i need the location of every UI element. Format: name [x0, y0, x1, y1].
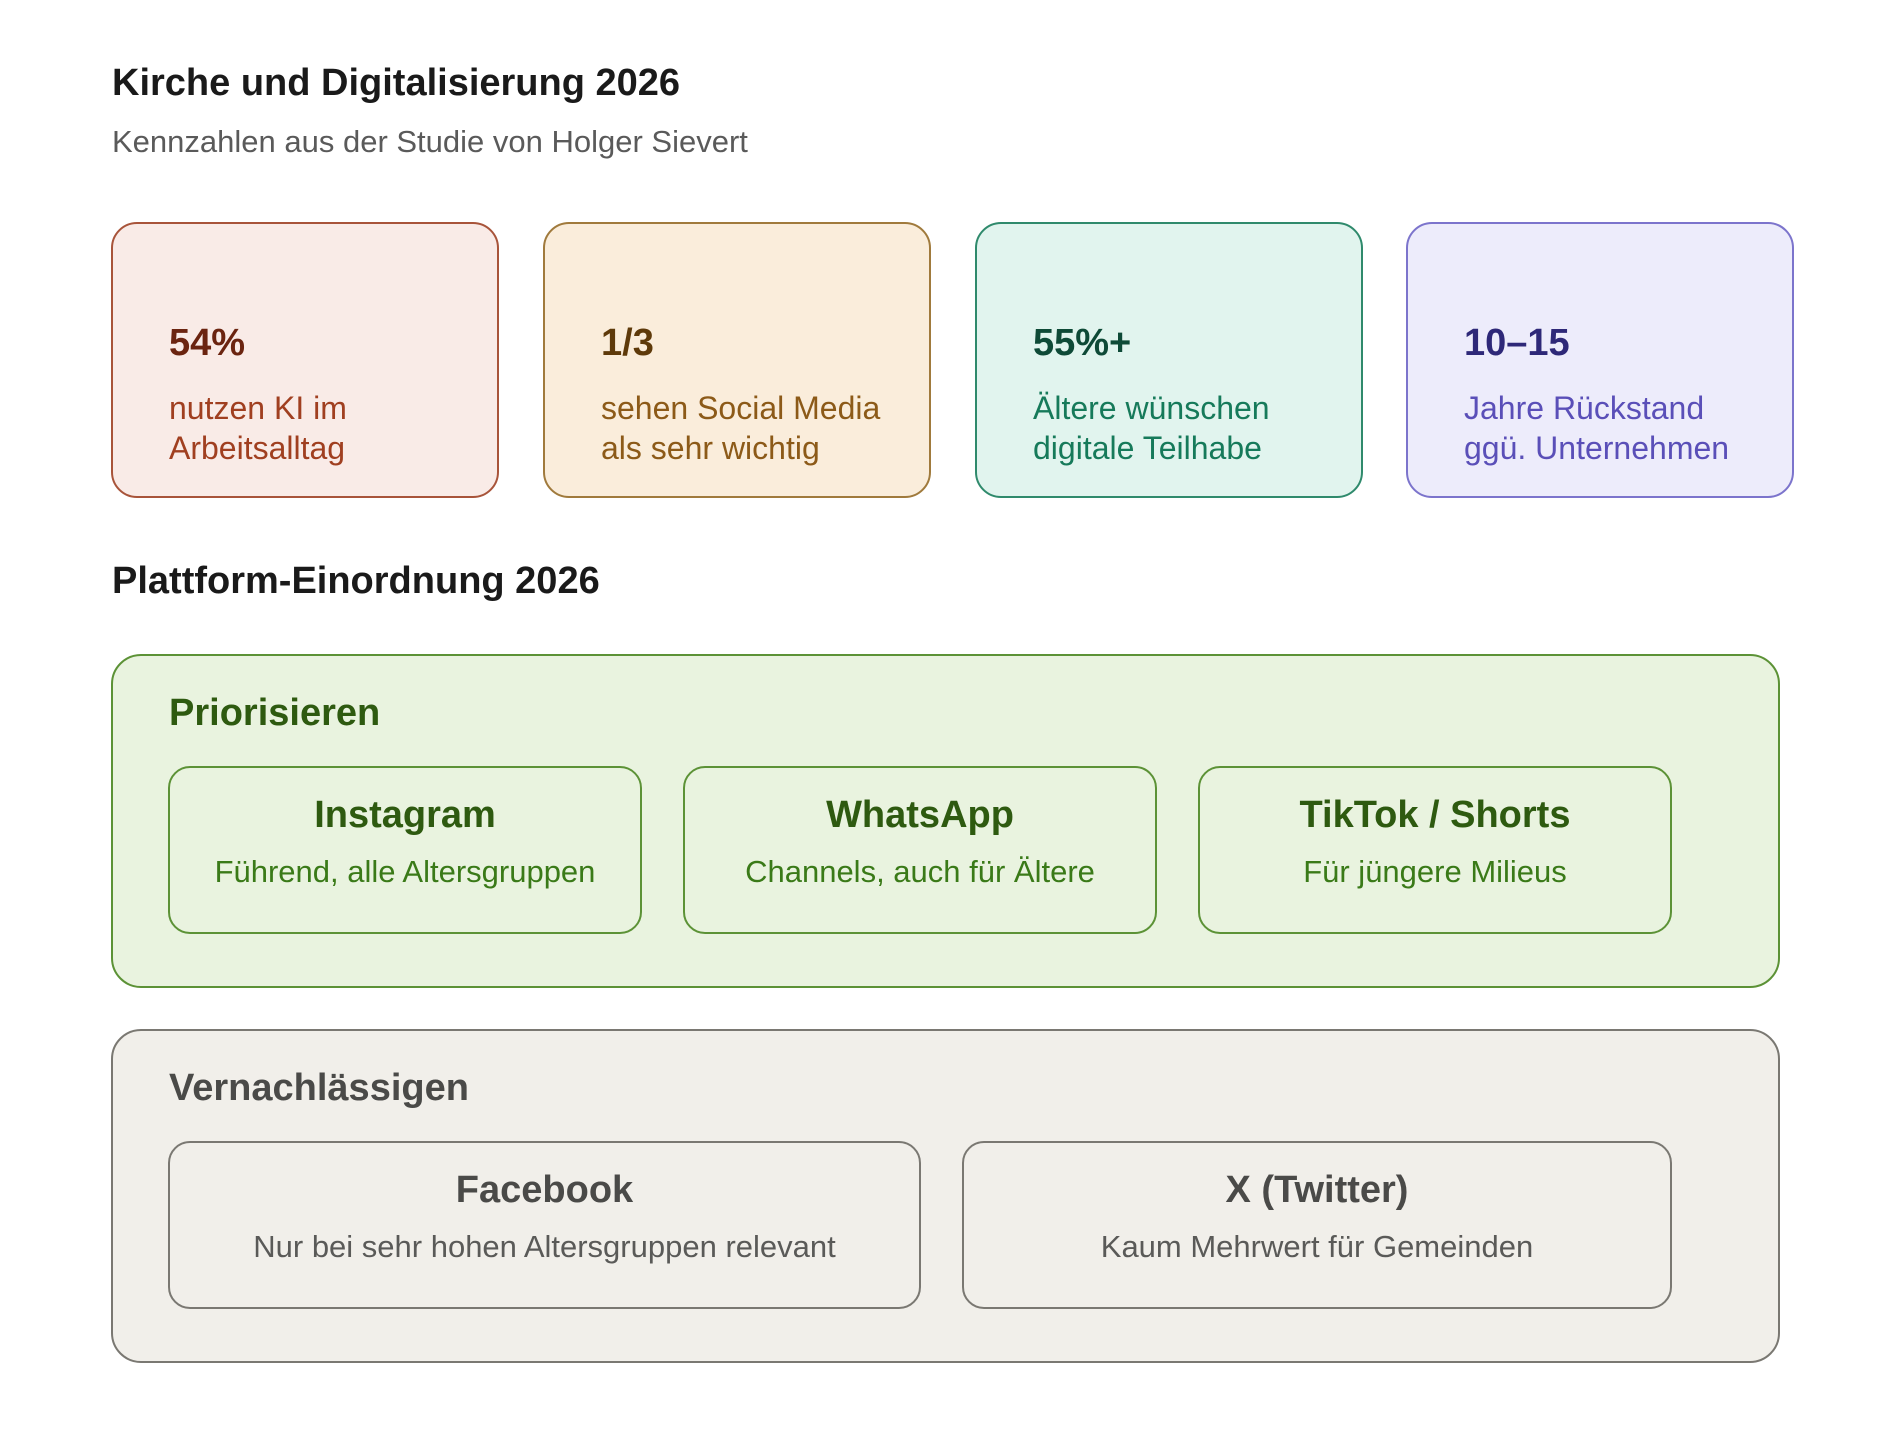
stat-label: nutzen KI im Arbeitsalltag — [169, 388, 489, 468]
platform-name: TikTok / Shorts — [1299, 794, 1571, 836]
page-subtitle: Kennzahlen aus der Studie von Holger Sie… — [112, 124, 748, 159]
platform-card-facebook: Facebook Nur bei sehr hohen Altersgruppe… — [168, 1141, 921, 1309]
platform-description: Channels, auch für Ältere — [745, 854, 1095, 889]
stat-card-ki: 54% nutzen KI im Arbeitsalltag — [111, 222, 499, 498]
group-title: Vernachlässigen — [169, 1067, 469, 1109]
stat-label: sehen Social Media als sehr wichtig — [601, 388, 921, 468]
platform-description: Für jüngere Milieus — [1303, 854, 1567, 889]
stat-label: Jahre Rückstand ggü. Unternehmen — [1464, 388, 1784, 468]
group-title: Priorisieren — [169, 692, 381, 734]
platform-card-tiktok: TikTok / Shorts Für jüngere Milieus — [1198, 766, 1672, 934]
stat-value: 54% — [169, 322, 246, 364]
stat-value: 10–15 — [1464, 322, 1570, 364]
platform-description: Nur bei sehr hohen Altersgruppen relevan… — [253, 1229, 836, 1264]
stat-label-line: Jahre Rückstand — [1464, 390, 1705, 426]
platform-description: Führend, alle Altersgruppen — [214, 854, 596, 889]
stat-value: 1/3 — [601, 322, 654, 364]
stat-label-line: sehen Social Media — [601, 390, 881, 426]
platform-name: X (Twitter) — [1225, 1169, 1409, 1211]
page-title: Kirche und Digitalisierung 2026 — [112, 62, 681, 104]
stat-label-line: Arbeitsalltag — [169, 430, 346, 466]
platform-name: WhatsApp — [826, 794, 1014, 836]
stat-label: Ältere wünschen digitale Teilhabe — [1033, 388, 1353, 468]
stat-card-rueckstand: 10–15 Jahre Rückstand ggü. Unternehmen — [1406, 222, 1794, 498]
group-neglect: Vernachlässigen Facebook Nur bei sehr ho… — [111, 1029, 1780, 1363]
stat-label-line: nutzen KI im — [169, 390, 347, 426]
stat-label-line: Ältere wünschen — [1033, 390, 1270, 426]
stat-value: 55%+ — [1033, 322, 1132, 364]
platform-card-whatsapp: WhatsApp Channels, auch für Ältere — [683, 766, 1157, 934]
platform-name: Instagram — [314, 794, 496, 836]
section-heading: Plattform-Einordnung 2026 — [112, 560, 600, 602]
stat-label-line: digitale Teilhabe — [1033, 430, 1262, 466]
stat-card-teilhabe: 55%+ Ältere wünschen digitale Teilhabe — [975, 222, 1363, 498]
stat-label-line: ggü. Unternehmen — [1464, 430, 1730, 466]
group-prioritize: Priorisieren Instagram Führend, alle Alt… — [111, 654, 1780, 988]
platform-card-x-twitter: X (Twitter) Kaum Mehrwert für Gemeinden — [962, 1141, 1672, 1309]
platform-description: Kaum Mehrwert für Gemeinden — [1100, 1229, 1534, 1264]
stat-label-line: als sehr wichtig — [601, 430, 820, 466]
platform-name: Facebook — [455, 1169, 634, 1211]
stat-card-social-media: 1/3 sehen Social Media als sehr wichtig — [543, 222, 931, 498]
platform-card-instagram: Instagram Führend, alle Altersgruppen — [168, 766, 642, 934]
